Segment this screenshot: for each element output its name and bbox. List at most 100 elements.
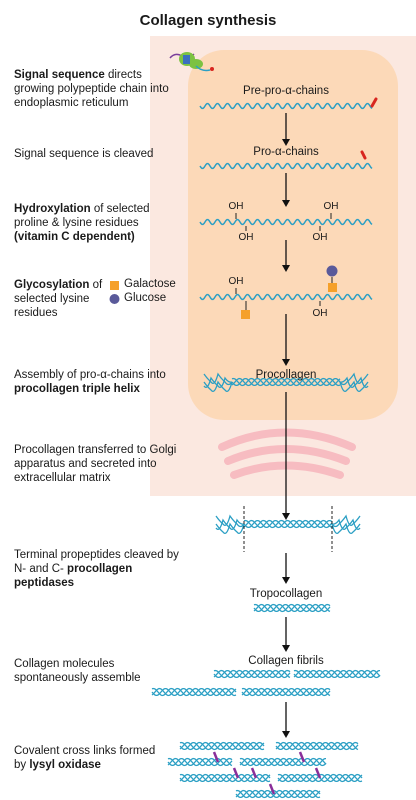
propeptide-strand: [215, 518, 245, 531]
crosslinked-fibril-helix: [179, 741, 265, 751]
propeptide-strand: [203, 380, 233, 393]
flow-arrow: [282, 113, 290, 146]
crosslinked-fibril-helix: [235, 789, 321, 799]
arrow-head: [282, 577, 290, 584]
legend-galactose: Galactose: [124, 278, 176, 290]
arrow-head: [282, 513, 290, 520]
cleaved-signal-peptide: [360, 150, 367, 160]
helix-strand: [167, 757, 233, 767]
helix-strand: [179, 773, 271, 783]
arrow-head: [282, 731, 290, 738]
hydroxyl-label: OH: [312, 232, 328, 243]
crosslinked-fibril-helix: [167, 757, 233, 767]
galactose-legend-swatch: [110, 281, 119, 290]
helix-strand: [275, 741, 359, 751]
step-assemble: Collagen molecules spontaneously assembl…: [14, 658, 141, 684]
propeptide-strand: [203, 376, 233, 389]
crosslinked-fibril-helix: [179, 773, 271, 783]
helix-strand: [293, 669, 381, 679]
cross-link: [268, 783, 276, 795]
procollagen-helix: [231, 377, 341, 387]
arrow-head: [282, 645, 290, 652]
helix-strand: [213, 669, 291, 679]
hydroxyl-label: OH: [238, 232, 254, 243]
pro-alpha-chain: [199, 162, 373, 170]
propeptide-strand: [339, 380, 369, 393]
arrow-head: [282, 265, 290, 272]
helix-strand: [239, 757, 326, 767]
helix-strand: [235, 789, 321, 799]
endoplasmic-reticulum: [188, 50, 398, 420]
helix-strand: [293, 669, 381, 679]
tropocollagen-helix: [253, 603, 331, 613]
hydroxyl-label: OH: [323, 201, 339, 212]
arrow-head: [282, 139, 290, 146]
secreted-procollagen-helix: [243, 519, 333, 529]
helix-strand: [231, 377, 341, 387]
helix-strand: [253, 603, 331, 613]
helix-strand: [151, 687, 237, 697]
propeptide-strand: [331, 514, 361, 528]
propeptide-strand: [331, 522, 361, 535]
helix-strand: [253, 603, 331, 613]
helix-strand: [235, 789, 321, 799]
glucose-mark: [326, 265, 338, 277]
step-hydroxylation: Hydroxylation of selected proline & lysi…: [14, 203, 150, 243]
hydroxyl-label: OH: [228, 201, 244, 212]
propeptide-strand: [331, 518, 361, 531]
arrow-head: [282, 359, 290, 366]
propeptide-strand: [339, 372, 369, 386]
fibril-helix: [241, 687, 331, 697]
galactose-mark: [328, 283, 337, 292]
helix-strand: [151, 687, 237, 697]
fibril-helix: [293, 669, 381, 679]
fibril-helix: [151, 687, 237, 697]
c-propeptide: [331, 514, 361, 535]
n-propeptide: [203, 372, 233, 393]
cross-link: [298, 751, 306, 763]
helix-strand: [179, 741, 265, 751]
helix-strand: [235, 789, 321, 799]
helix-strand: [151, 687, 237, 697]
legend-glucose: Glucose: [124, 292, 167, 304]
step-glycosylation: Glycosylation of selected lysine residue…: [14, 279, 103, 319]
label-pre-pro-chains: Pre-pro-α-chains: [243, 85, 329, 97]
arrow-head: [282, 200, 290, 207]
glycosylated-chain: [199, 293, 373, 301]
helix-strand: [231, 377, 341, 387]
galactose-mark: [241, 310, 250, 319]
helix-strand: [179, 741, 265, 751]
step-crosslink: Covalent cross links formed by lysyl oxi…: [14, 745, 156, 771]
propeptide-strand: [339, 376, 369, 389]
cross-link: [250, 767, 258, 779]
flow-arrow: [282, 702, 290, 738]
cross-link: [232, 767, 240, 779]
glucose-legend-swatch: [109, 294, 120, 304]
propeptide-strand: [215, 514, 245, 528]
fibril-helix: [213, 669, 291, 679]
flow-arrow: [282, 392, 290, 520]
flow-arrow: [282, 314, 290, 366]
helix-strand: [239, 757, 327, 767]
helix-strand: [293, 669, 380, 679]
step-transfer: Procollagen transferred to Golgi apparat…: [14, 444, 177, 484]
flow-arrow: [282, 617, 290, 652]
ribosome-icon: [169, 52, 214, 72]
label-tropocollagen: Tropocollagen: [249, 588, 323, 600]
hydroxyl-label: OH: [228, 276, 244, 287]
cross-link: [212, 751, 220, 763]
flow-arrow: [282, 553, 290, 584]
crosslinked-fibril-helix: [275, 741, 359, 751]
helix-strand: [213, 669, 291, 679]
helix-strand: [213, 669, 291, 679]
flow-arrow: [282, 240, 290, 272]
step-cleavage: Terminal propeptides cleaved by N- and C…: [14, 549, 179, 589]
helix-strand: [167, 757, 233, 767]
cross-link: [314, 767, 322, 779]
step-assembly: Assembly of pro-α-chains into procollage…: [14, 369, 166, 395]
helix-strand: [275, 741, 359, 751]
flow-arrow: [282, 173, 290, 207]
helix-strand: [277, 773, 363, 783]
